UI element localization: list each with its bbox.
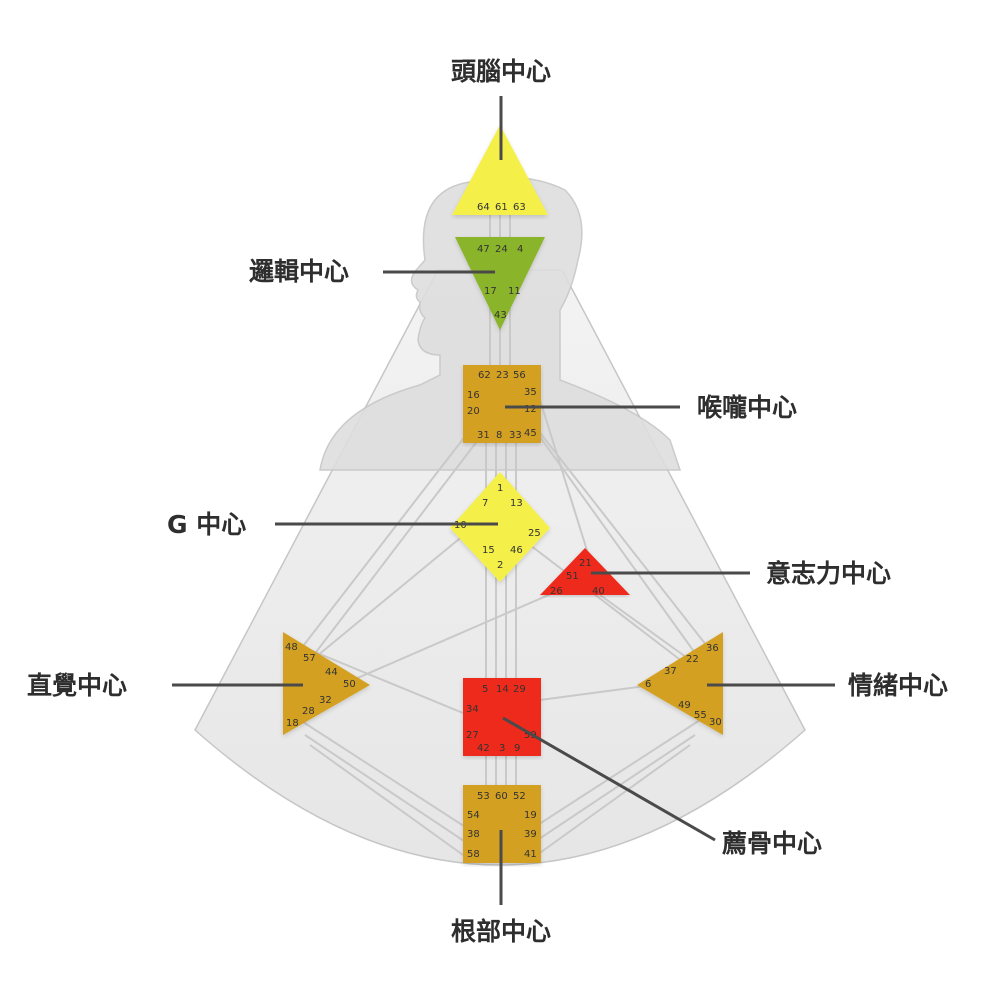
gate-label: 48 [285, 642, 298, 653]
gate-label: 13 [510, 498, 523, 509]
gate-label: 31 [477, 430, 490, 441]
gate-label: 44 [325, 667, 338, 678]
gate-label: 14 [496, 684, 509, 695]
gate-label: 42 [477, 743, 490, 754]
gate-label: 59 [524, 730, 537, 741]
gate-label: 34 [466, 704, 479, 715]
gate-label: 58 [467, 849, 480, 860]
gate-label: 63 [513, 202, 526, 213]
gate-label: 5 [482, 684, 488, 695]
gate-label: 53 [477, 791, 490, 802]
gate-label: 18 [286, 718, 299, 729]
gate-label: 6 [645, 679, 651, 690]
gate-numbers: 64 61 63 47 24 4 17 11 43 62 23 56 35 16… [285, 202, 722, 860]
gate-label: 21 [579, 558, 592, 569]
ajna-center-label: 邏輯中心 [249, 257, 349, 286]
throat-center [463, 365, 541, 443]
root-center-label: 根部中心 [451, 917, 551, 946]
gate-label: 51 [566, 571, 579, 582]
throat-center-label: 喉嚨中心 [697, 393, 797, 422]
gate-label: 61 [495, 202, 508, 213]
sacral-leader [502, 716, 716, 842]
gate-label: 20 [467, 406, 480, 417]
gate-label: 32 [319, 695, 332, 706]
gate-label: 47 [477, 244, 490, 255]
gate-label: 3 [499, 743, 505, 754]
gate-label: 29 [513, 684, 526, 695]
gate-label: 50 [343, 679, 356, 690]
gate-label: 38 [467, 829, 480, 840]
gate-label: 49 [678, 700, 691, 711]
gate-label: 22 [686, 654, 699, 665]
gate-label: 2 [497, 560, 503, 571]
spleen-center [283, 632, 370, 735]
gate-label: 9 [514, 743, 520, 754]
gate-label: 62 [478, 370, 491, 381]
gate-label: 64 [477, 202, 490, 213]
gate-label: 30 [709, 717, 722, 728]
head-center-label: 頭腦中心 [451, 57, 551, 86]
center-labels: 頭腦中心 邏輯中心 喉嚨中心 G 中心 意志力中心 直覺中心 情緒中心 薦骨中心… [27, 57, 948, 946]
gate-label: 28 [302, 706, 315, 717]
g-center-label: G 中心 [167, 510, 246, 539]
gate-label: 4 [517, 244, 523, 255]
gate-label: 1 [497, 483, 503, 494]
leader-lines [172, 96, 835, 905]
gate-label: 41 [524, 849, 537, 860]
gate-label: 56 [513, 370, 526, 381]
gate-label: 54 [467, 810, 480, 821]
spleen-center-label: 直覺中心 [27, 671, 127, 700]
will-center-label: 意志力中心 [766, 559, 891, 588]
gate-label: 23 [496, 370, 509, 381]
solar-plexus-center [637, 632, 723, 735]
gate-label: 12 [524, 404, 537, 415]
gate-label: 43 [494, 310, 507, 321]
gate-label: 57 [303, 653, 316, 664]
sacral-center-label: 薦骨中心 [722, 829, 822, 858]
gate-label: 16 [467, 390, 480, 401]
gate-label: 35 [524, 387, 537, 398]
gate-label: 52 [513, 791, 526, 802]
gate-label: 7 [482, 498, 488, 509]
gate-label: 25 [528, 528, 541, 539]
solar-plexus-center-label: 情緒中心 [848, 671, 948, 700]
will-center [540, 548, 630, 595]
gate-label: 40 [592, 586, 605, 597]
gate-label: 15 [482, 545, 495, 556]
ajna-center [455, 237, 545, 330]
gate-label: 24 [495, 244, 508, 255]
gate-label: 45 [524, 428, 537, 439]
gate-label: 26 [550, 586, 563, 597]
head-center [452, 125, 548, 215]
gate-label: 36 [706, 643, 719, 654]
gate-label: 33 [509, 430, 522, 441]
gate-label: 27 [466, 730, 479, 741]
gate-label: 17 [484, 286, 497, 297]
gate-label: 37 [664, 666, 677, 677]
gate-label: 60 [495, 791, 508, 802]
gate-label: 19 [524, 810, 537, 821]
g-center [450, 472, 550, 582]
gate-label: 46 [510, 545, 523, 556]
gate-label: 55 [694, 710, 707, 721]
gate-label: 39 [524, 829, 537, 840]
sacral-center [463, 678, 541, 756]
gate-label: 8 [496, 430, 502, 441]
gate-label: 11 [508, 286, 521, 297]
